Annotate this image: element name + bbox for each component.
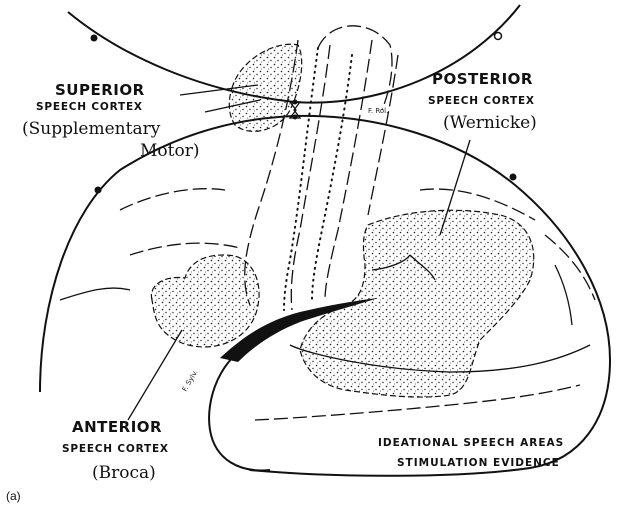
posterior-name: (Wernicke) [443, 113, 537, 133]
frontal-sulcus-3 [59, 287, 131, 301]
superior-label: SUPERIOR SPEECH CORTEX (Supplementary Mo… [22, 81, 199, 161]
panel-caption: (a) [6, 489, 21, 503]
evidence-label: IDEATIONAL SPEECH AREAS STIMULATION EVID… [378, 437, 564, 469]
superior-name-2: Motor) [140, 141, 199, 161]
temporal-lower-sulcus [254, 384, 581, 421]
evidence-line1: IDEATIONAL SPEECH AREAS [378, 437, 564, 449]
anterior-name: (Broca) [92, 463, 156, 483]
lateral-hemisphere-outline [39, 114, 612, 477]
lateral-left-marker [94, 186, 102, 194]
parietal-sulcus-1 [419, 188, 536, 221]
occipital-sulcus-2 [554, 264, 573, 326]
posterior-title: POSTERIOR [432, 70, 533, 88]
rolandic-fissure-mark: F. Rol. [368, 107, 388, 115]
frontal-sulcus-1 [119, 188, 226, 211]
superior-leader-2 [204, 99, 261, 113]
evidence-line2: STIMULATION EVIDENCE [397, 457, 560, 469]
superior-title: SUPERIOR [55, 81, 145, 99]
superior-leader [179, 84, 259, 96]
rolandic-top-dot [292, 99, 298, 105]
anterior-label: ANTERIOR SPEECH CORTEX (Broca) [62, 418, 169, 483]
medial-motor-arch [317, 25, 393, 111]
posterior-leader [439, 139, 471, 236]
rolandic-marker [288, 101, 302, 119]
anterior-subtitle: SPEECH CORTEX [62, 443, 169, 455]
posterior-speech-area-wernicke [299, 209, 535, 398]
posterior-label: POSTERIOR SPEECH CORTEX (Wernicke) [428, 70, 537, 133]
sylvian-fissure-mark: F. Sylv. [181, 368, 200, 393]
posterior-subtitle: SPEECH CORTEX [428, 95, 535, 107]
central-sulcus-left [290, 44, 331, 311]
anterior-speech-area-broca [150, 254, 260, 348]
medial-right-marker [493, 31, 503, 41]
superior-speech-area [228, 43, 303, 132]
sylvian-fissure [220, 298, 378, 362]
anterior-title: ANTERIOR [72, 418, 162, 436]
anterior-leader [127, 329, 183, 421]
superior-name-1: (Supplementary [22, 119, 161, 139]
lateral-right-marker [509, 173, 517, 181]
postcentral-dots [311, 54, 353, 301]
postcentral-sulcus [367, 54, 399, 216]
frontal-sulcus-2 [129, 242, 241, 256]
central-sulcus-right [324, 39, 373, 301]
wernicke-sulcus [371, 254, 436, 281]
rolandic-bottom-dot [292, 114, 298, 120]
superior-subtitle: SPEECH CORTEX [36, 101, 143, 113]
medial-left-marker [90, 34, 98, 42]
occipital-sulcus-1 [544, 234, 596, 301]
rolandic-fissure [283, 47, 319, 311]
